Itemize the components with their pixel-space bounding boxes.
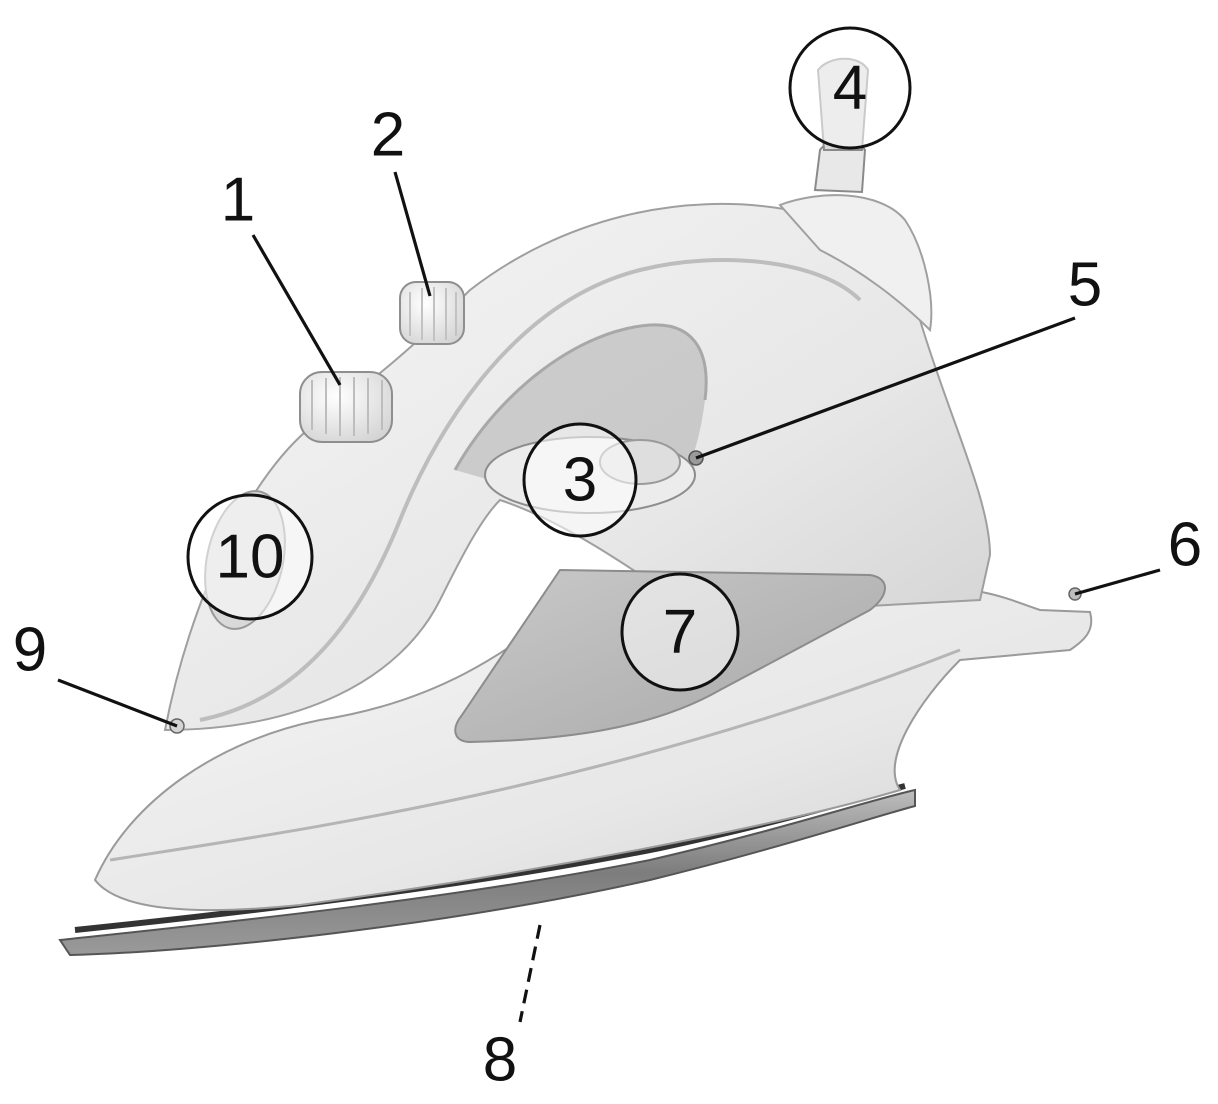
callout-2: 2 — [371, 101, 405, 170]
callout-4: 4 — [833, 54, 867, 123]
iron-base-body — [93, 588, 1093, 912]
callout-7: 7 — [663, 598, 697, 667]
callout-1: 1 — [221, 166, 255, 235]
leader-9 — [57, 678, 178, 728]
callout-9: 9 — [13, 616, 47, 685]
steam-burst-knob — [399, 281, 465, 345]
leader-5 — [695, 316, 1076, 460]
callout-ring-10 — [186, 493, 314, 621]
callout-5: 5 — [1068, 251, 1102, 320]
callout-6: 6 — [1168, 511, 1202, 580]
leader-8 — [518, 924, 542, 1023]
callout-ring-4 — [788, 26, 912, 150]
callout-ring-3 — [522, 422, 638, 538]
callout-8: 8 — [483, 1026, 517, 1095]
leader-2 — [393, 171, 432, 297]
leader-6 — [1074, 568, 1161, 596]
callout-3: 3 — [563, 446, 597, 515]
leader-1 — [251, 234, 342, 386]
callout-10: 10 — [216, 523, 285, 592]
callout-ring-7 — [620, 572, 740, 692]
spray-button-knob — [299, 371, 393, 443]
